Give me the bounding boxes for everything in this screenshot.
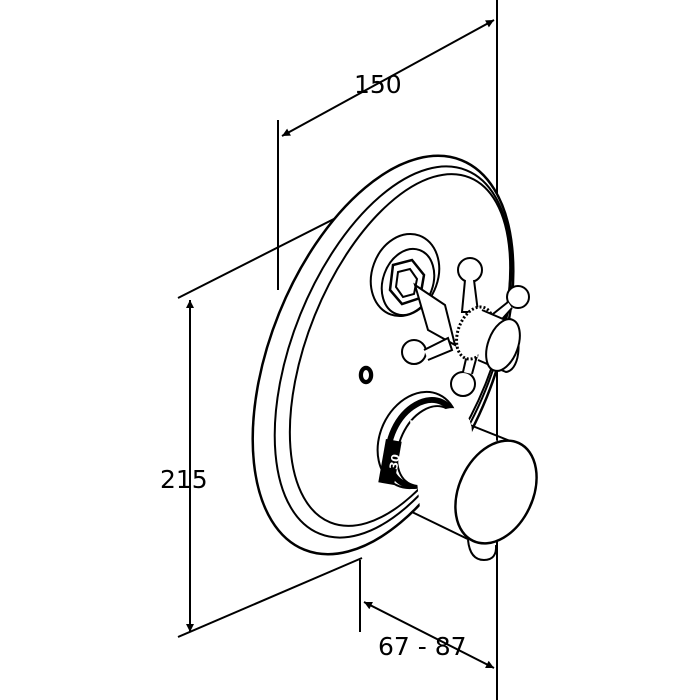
scale-marking: 30: [387, 453, 403, 471]
dimension-height-label: 215: [160, 465, 208, 494]
thermostat-knob: [376, 390, 538, 562]
dimension-depth-label: 67 - 87: [378, 632, 467, 661]
diverter-cross-handle: [369, 232, 530, 397]
dimension-line-width: [281, 19, 495, 137]
dimension-width-label: 150: [354, 70, 402, 99]
extension-line-bottom: [177, 557, 363, 638]
dimension-line-depth: [363, 601, 495, 669]
temperature-scale-band: [378, 438, 402, 486]
